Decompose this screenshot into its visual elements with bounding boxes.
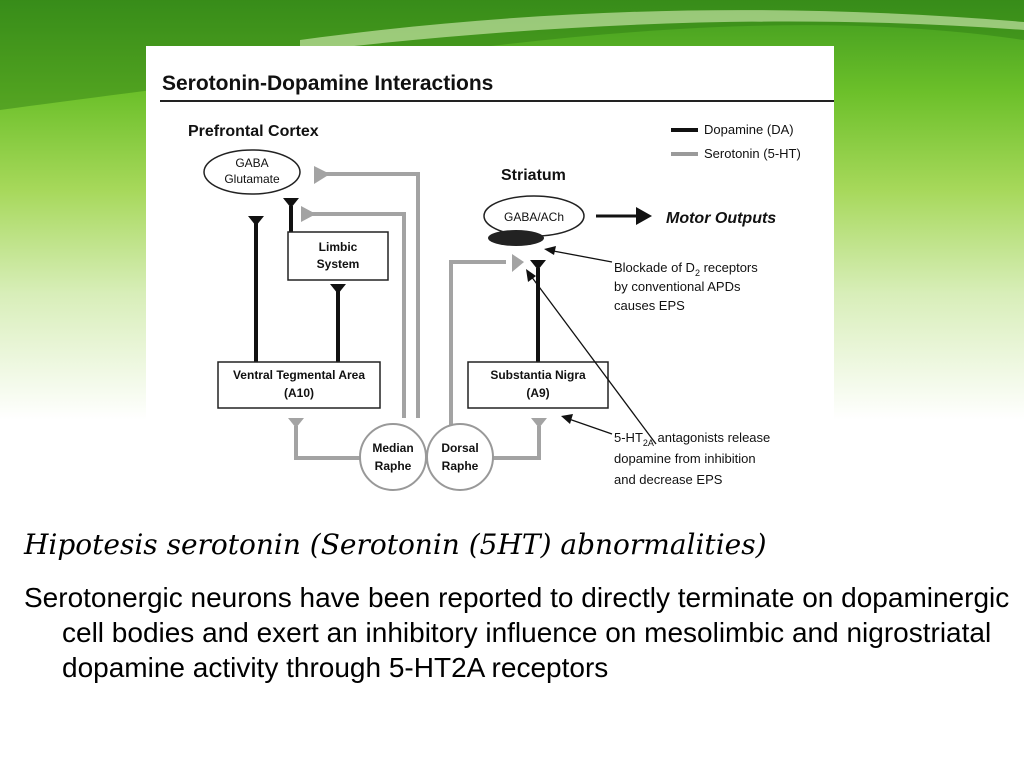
background-swoosh	[0, 0, 1024, 110]
dorsal-label-1: Dorsal	[441, 441, 478, 455]
legend-dopamine-label: Dopamine (DA)	[704, 122, 794, 137]
antagonist-annotation-line2: dopamine from inhibition	[614, 451, 756, 466]
limbic-system-node	[287, 231, 389, 281]
median-label-1: Median	[372, 441, 413, 455]
dorsal-label-2: Raphe	[442, 459, 479, 473]
prefrontal-cortex-label: Prefrontal Cortex	[188, 123, 319, 140]
serotonin-dopamine-figure: Serotonin-Dopamine Interactions Dopamine…	[146, 46, 834, 500]
glutamate-label: Glutamate	[224, 172, 280, 186]
d2-receptor-marker	[488, 230, 544, 246]
limbic-label-1: Limbic	[319, 240, 358, 254]
annotation-arrowheads	[526, 246, 573, 424]
antagonist-annotation-line1: 5-HT2A antagonists release	[614, 430, 770, 448]
dopamine-pathways	[254, 206, 636, 364]
gaba-ach-label: GABA/ACh	[504, 210, 564, 224]
blockade-annotation-line2: by conventional APDs	[614, 279, 741, 294]
median-label-2: Raphe	[375, 459, 412, 473]
median-raphe-node	[359, 423, 427, 491]
slide-body-text: Serotonergic neurons have been reported …	[24, 582, 1010, 683]
gaba-glutamate-node	[203, 149, 301, 195]
sn-label-2: (A9)	[526, 386, 549, 400]
substantia-nigra-node	[467, 361, 609, 409]
limbic-label-2: System	[317, 257, 360, 271]
annotation-arrows	[527, 249, 657, 445]
vta-label-2: (A10)	[284, 386, 314, 400]
dorsal-raphe-node	[426, 423, 494, 491]
serotonin-pathways	[294, 172, 541, 460]
vta-node	[217, 361, 381, 409]
antagonist-annotation-line3: and decrease EPS	[614, 472, 723, 487]
sn-label-1: Substantia Nigra	[490, 368, 586, 382]
blockade-annotation-line1: Blockade of D2 receptors	[614, 260, 758, 278]
striatum-label: Striatum	[501, 167, 566, 184]
diagram-title: Serotonin-Dopamine Interactions	[162, 72, 493, 95]
serotonin-terminals	[288, 166, 547, 428]
slide-heading: Hipotesis serotonin (Serotonin (5HT) abn…	[24, 528, 767, 561]
gaba-label: GABA	[235, 156, 268, 170]
motor-outputs-label: Motor Outputs	[666, 210, 776, 227]
vta-label-1: Ventral Tegmental Area	[233, 368, 365, 382]
blockade-annotation-line3: causes EPS	[614, 298, 685, 313]
legend-serotonin-label: Serotonin (5-HT)	[704, 146, 801, 161]
dopamine-terminals	[248, 198, 652, 294]
